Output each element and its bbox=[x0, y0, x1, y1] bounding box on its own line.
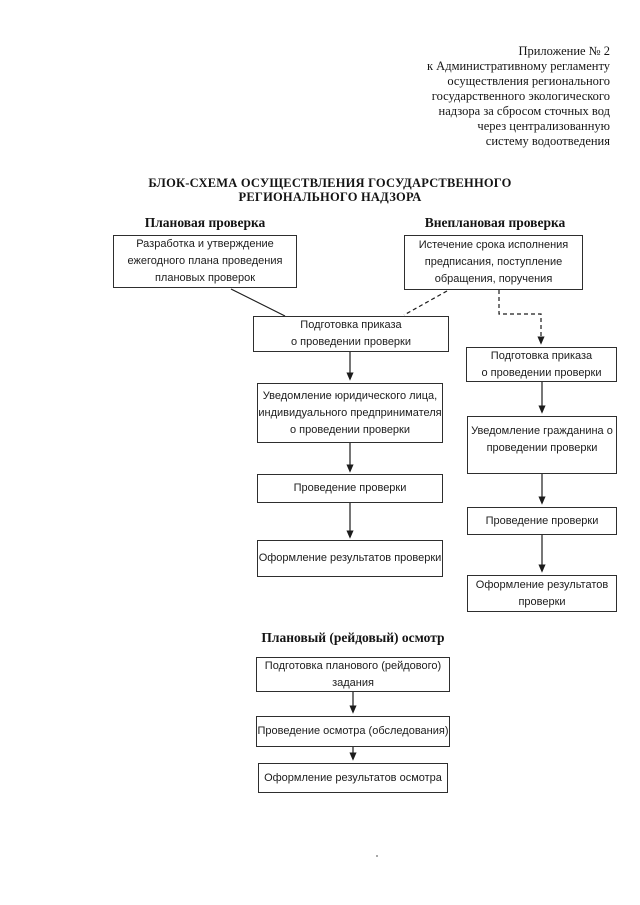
note-line: Приложение № 2 bbox=[518, 44, 610, 58]
diagram-title: БЛОК-СХЕМА ОСУЩЕСТВЛЕНИЯ ГОСУДАРСТВЕННОГ… bbox=[20, 176, 640, 204]
note-line: систему водоотведения bbox=[485, 134, 610, 148]
box-unplanned-order-preparation: Подготовка приказа о проведении проверки bbox=[466, 347, 617, 382]
box-text-line: Проведение проверки bbox=[293, 482, 407, 494]
box-text-line: предписания, поступление bbox=[424, 256, 563, 268]
box-raid-inspection: Проведение осмотра (обследования) bbox=[256, 716, 450, 747]
box-text-line: Подготовка планового (рейдового) bbox=[264, 659, 442, 672]
appendix-note: Приложение № 2 к Административному регла… bbox=[427, 44, 610, 149]
column-header-unplanned: Внеплановая проверка bbox=[424, 215, 566, 230]
box-text-line: Подготовка приказа bbox=[300, 319, 402, 331]
column-header-planned: Плановая проверка bbox=[144, 215, 266, 230]
scan-artifact-dot bbox=[376, 855, 378, 857]
box-text-line: Оформление результатов проверки bbox=[258, 552, 442, 564]
box-text-line: Оформление результатов bbox=[475, 578, 609, 591]
box-text-line: о проведении проверки bbox=[290, 336, 412, 348]
box-text-line: задания bbox=[332, 676, 374, 689]
box-text-line: Разработка и утверждение bbox=[136, 238, 274, 250]
box-plan-notification: Уведомление юридического лица, индивидуа… bbox=[257, 383, 443, 443]
note-line: к Административному регламенту bbox=[426, 59, 610, 73]
title-line: БЛОК-СХЕМА ОСУЩЕСТВЛЕНИЯ ГОСУДАРСТВЕННОГ… bbox=[148, 176, 512, 190]
box-text-line: Уведомление гражданина о bbox=[471, 425, 613, 437]
box-plan-development: Разработка и утверждение ежегодного план… bbox=[113, 235, 297, 288]
box-unplanned-inspection: Проведение проверки bbox=[467, 507, 617, 535]
box-text-line: Оформление результатов осмотра bbox=[264, 771, 442, 784]
box-text-line: проведении проверки bbox=[486, 442, 598, 454]
note-line: государственного экологического bbox=[431, 89, 610, 103]
box-text-line: обращения, поручения bbox=[434, 273, 553, 285]
box-raid-task-preparation: Подготовка планового (рейдового) задания bbox=[256, 657, 450, 692]
connector-plan-to-order bbox=[230, 288, 286, 317]
connector-grounds-to-plan-order-dashed bbox=[403, 290, 448, 316]
box-text-line: плановых проверок bbox=[154, 272, 256, 284]
box-text-line: о проведении проверки bbox=[481, 366, 602, 379]
note-line: через централизованную bbox=[477, 119, 610, 133]
box-text-line: Подготовка приказа bbox=[490, 349, 593, 362]
box-text-line: ежегодного плана проведения bbox=[127, 255, 283, 267]
box-unplanned-results: Оформление результатов проверки bbox=[467, 575, 617, 612]
box-text-line: Проведение проверки bbox=[485, 514, 599, 527]
box-plan-results: Оформление результатов проверки bbox=[257, 540, 443, 577]
box-unplanned-notification: Уведомление гражданина о проведении пров… bbox=[467, 416, 617, 474]
box-unplanned-grounds: Истечение срока исполнения предписания, … bbox=[404, 235, 583, 290]
box-text-line: индивидуального предпринимателя bbox=[258, 406, 442, 419]
box-raid-results: Оформление результатов осмотра bbox=[258, 763, 448, 793]
section-header-raid: Плановый (рейдовый) осмотр bbox=[261, 630, 445, 645]
box-plan-inspection: Проведение проверки bbox=[257, 474, 443, 503]
box-text-line: Проведение осмотра (обследования) bbox=[257, 725, 449, 737]
box-text-line: Истечение срока исполнения bbox=[418, 239, 569, 251]
title-line: РЕГИОНАЛЬНОГО НАДЗОРА bbox=[238, 189, 422, 204]
box-plan-order-preparation: Подготовка приказа о проведении проверки bbox=[253, 316, 449, 352]
note-line: надзора за сбросом сточных вод bbox=[438, 104, 610, 118]
box-text-line: Уведомление юридического лица, bbox=[262, 389, 438, 402]
connector-grounds-to-unplanned-order-dashed bbox=[498, 290, 545, 345]
box-text-line: о проведении проверки bbox=[289, 423, 411, 436]
note-line: осуществления регионального bbox=[447, 74, 610, 88]
box-text-line: проверки bbox=[518, 595, 566, 608]
